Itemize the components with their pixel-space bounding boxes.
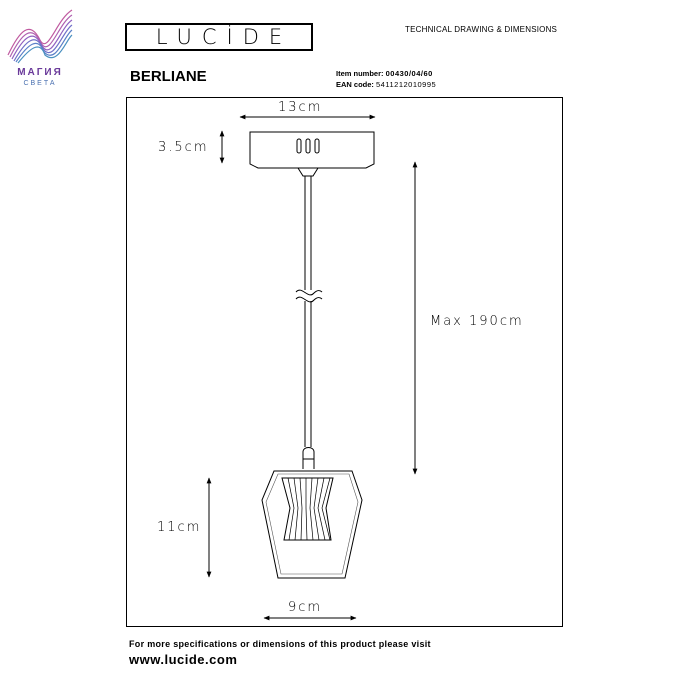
canopy-slot	[314, 138, 320, 154]
canopy-slot	[305, 138, 311, 154]
product-name: BERLIANE	[130, 68, 207, 85]
item-number-label: Item number:	[336, 69, 384, 78]
shade-inner	[265, 473, 359, 575]
shade-outline	[261, 470, 363, 579]
lamp-holder	[302, 447, 315, 469]
drawing-frame	[126, 97, 563, 627]
footer-text: For more specifications or dimensions of…	[129, 639, 431, 649]
item-number-value: 00430/04/60	[385, 69, 433, 78]
canopy-slot	[296, 138, 302, 154]
store-logo-subtitle: СВЕТА	[23, 80, 57, 87]
footer-url-link[interactable]: www.lucide.com	[129, 652, 238, 667]
brand-logo: LUCİDE	[125, 23, 313, 51]
canopy-height-label: 3.5cm	[158, 140, 209, 155]
item-number-line: Item number: 00430/04/60	[336, 69, 433, 78]
ean-code-label: EAN code:	[336, 80, 374, 89]
cord-length-label: Max 190cm	[430, 314, 524, 329]
cord-break-mark	[295, 296, 323, 303]
shade-width-label: 9cm	[288, 600, 323, 615]
inner-diffuser	[281, 477, 334, 541]
cord-break-mark	[295, 289, 323, 296]
store-logo-title: МАГИЯ	[17, 67, 63, 78]
canopy-width-label: 13cm	[278, 100, 323, 115]
ean-code-line: EAN code: 5411212010995	[336, 80, 436, 89]
ean-code-value: 5411212010995	[376, 80, 437, 89]
canopy-cord-grip	[297, 167, 319, 177]
canopy-outline	[249, 131, 375, 169]
document-type: TECHNICAL DRAWING & DIMENSIONS	[405, 25, 558, 34]
shade-height-label: 11cm	[157, 520, 202, 535]
